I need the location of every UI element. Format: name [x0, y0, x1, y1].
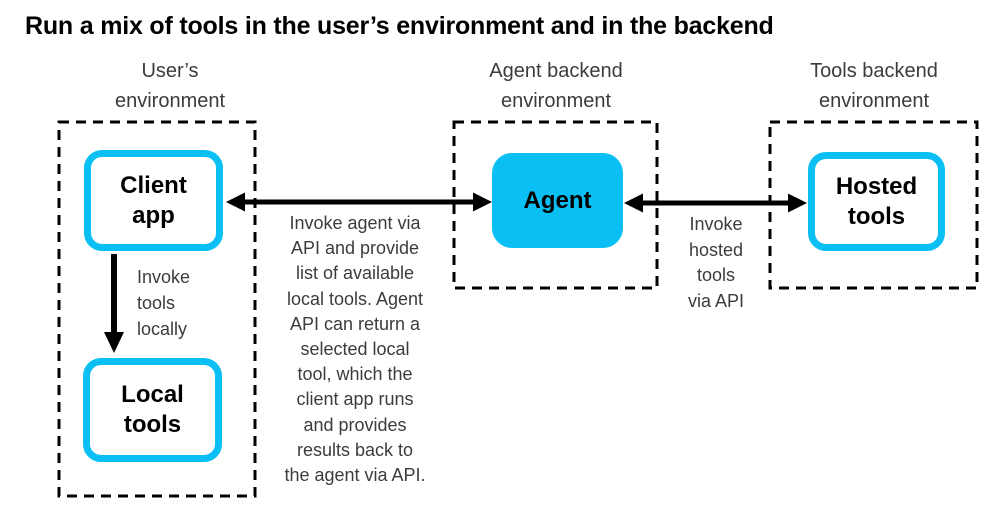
edge-label-invoke-tools-locally: Invoke tools locally — [137, 267, 191, 339]
edge-label-invoke-agent-via-api: Invoke agent via API and provide list of… — [284, 213, 426, 486]
dashed-boundary-agent-backend — [452, 120, 659, 290]
diagram-title: Run a mix of tools in the user’s environ… — [25, 12, 774, 40]
arrow-client-agent — [226, 192, 492, 212]
edge-label-invoke-hosted-tools: Invoke hosted tools via API — [687, 214, 745, 311]
node-hosted-tools: Hosted tools — [808, 152, 945, 251]
node-client-app: Client app — [84, 150, 223, 251]
arrow-agent-hosted-tools — [624, 193, 807, 213]
node-agent: Agent — [492, 153, 623, 248]
node-local-tools: Local tools — [83, 358, 222, 462]
environment-label-tools-backend: Tools backend environment — [810, 60, 938, 112]
environment-label-agent-backend: Agent backend environment — [489, 60, 623, 112]
arrow-client-local-tools — [104, 254, 124, 353]
dashed-boundary-user-environment — [57, 120, 257, 498]
environment-label-user: User’s environment — [114, 60, 226, 112]
